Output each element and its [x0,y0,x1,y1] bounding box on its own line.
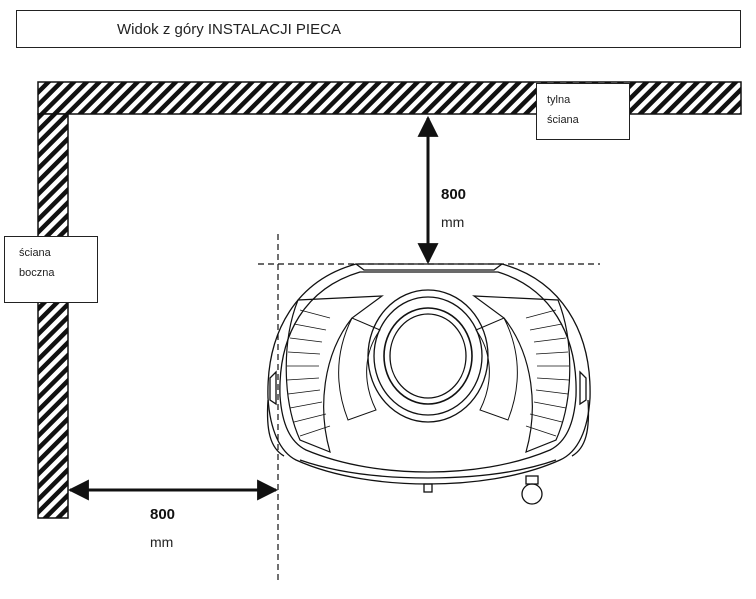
stove-top-view [266,263,591,505]
front-bolt [423,483,433,493]
door-ring-outer [367,289,489,423]
louvre-lines [286,309,570,437]
back-wall-label-line1: tylna [547,94,571,106]
title-box: Widok z góry INSTALACJI PIECA [16,10,741,48]
side-wall-label-line2: boczna [19,267,55,279]
right-louvre-band [472,295,571,454]
right-handle-lug [579,370,587,406]
diagram-title: Widok z góry INSTALACJI PIECA [117,21,341,38]
side-distance-value: 800 [150,506,176,523]
side-wall-label-line1: ściana [19,247,51,259]
door-glass [383,307,473,405]
stove-top-plate [355,263,503,271]
side-wall-label: ściana boczna [4,236,98,303]
rear-side-curve-right [571,399,590,457]
stove-inner-body [279,271,577,473]
back-wall-label: tylna ściana [536,83,630,140]
left-inner-louvre [338,317,381,421]
left-louvre-band [285,295,384,454]
stove-front-edge [299,459,557,479]
back-distance-unit: mm [441,214,465,230]
door-glass-inner [389,313,467,399]
back-wall-label-line2: ściana [547,114,579,126]
rear-side-curve-left [266,399,285,457]
air-control-stem [525,475,539,485]
side-wall [37,113,69,519]
back-distance-value: 800 [441,186,467,203]
right-inner-louvre [475,317,518,421]
side-distance-unit: mm [150,534,174,550]
door-ring-middle [373,296,483,416]
back-wall [37,81,742,115]
left-handle-lug [269,370,277,406]
air-control-knob [521,483,543,505]
